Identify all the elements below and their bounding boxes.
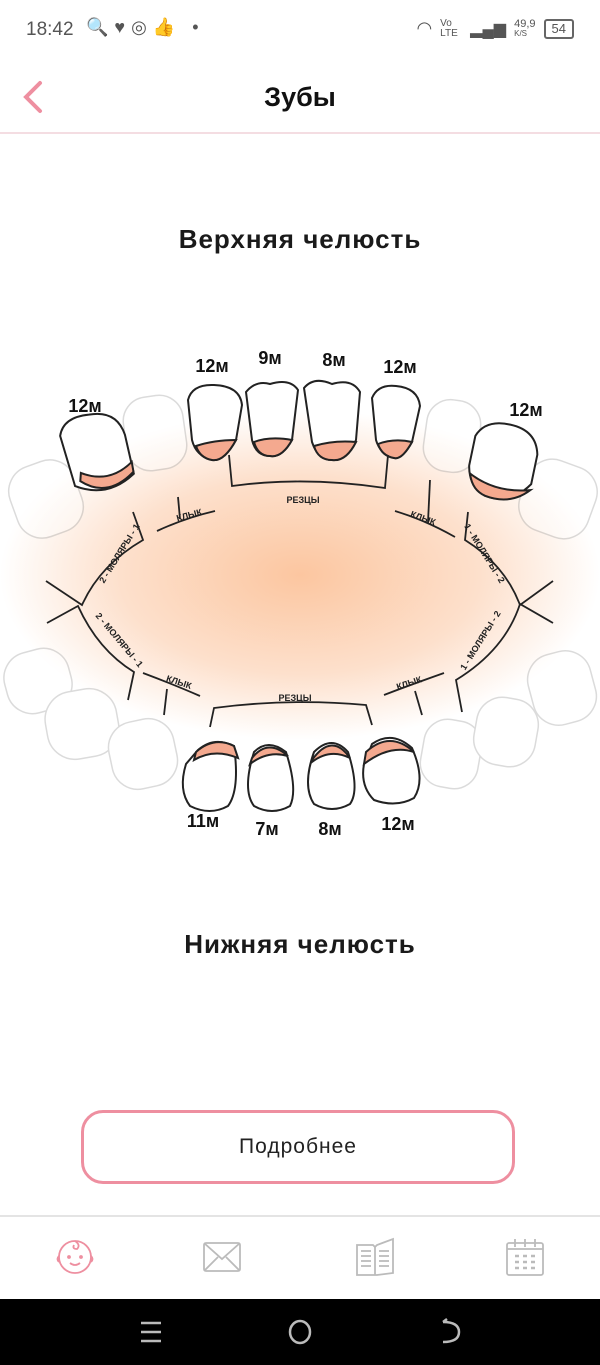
eruption-label: 8м [318, 819, 341, 839]
group-label-incisors: РЕЗЦЫ [286, 495, 319, 505]
tooth-upper-central-left[interactable] [244, 381, 300, 458]
eruption-label: 8м [322, 350, 345, 370]
back-button[interactable] [20, 80, 50, 114]
lower-jaw-title: Нижняя челюсть [184, 929, 416, 959]
battery-icon: 54 [543, 18, 574, 39]
tooth-upper-central-right[interactable] [302, 379, 362, 462]
eruption-label: 12м [68, 396, 101, 416]
page-title: Зубы [264, 82, 336, 112]
eruption-label: 9м [258, 348, 281, 368]
tooth-faded [3, 647, 73, 715]
tooth-faded [44, 687, 120, 761]
net-speed-value: 49,9 [514, 17, 536, 30]
bottom-nav [0, 1215, 600, 1301]
net-speed: 49,9 K/S [514, 17, 536, 39]
network-type: Vo LTE [440, 17, 458, 39]
tooth-lower-lateral-right[interactable] [362, 737, 421, 805]
calendar-icon[interactable] [503, 1235, 547, 1279]
status-right: ◠ Vo LTE ▂▄▆ 49,9 K/S 54 [416, 18, 574, 39]
upper-jaw-title: Верхняя челюсть [178, 224, 422, 254]
tooth-upper-molar-left[interactable] [57, 409, 135, 496]
eruption-label: 7м [255, 819, 278, 839]
eruption-label: 12м [195, 356, 228, 376]
tooth-lower-central-left[interactable] [247, 744, 295, 812]
system-nav-bar [0, 1299, 600, 1365]
eruption-label: 12м [381, 814, 414, 834]
notification-icons: 🔍♥◎👍 • [86, 17, 205, 37]
tooth-lower-lateral-left[interactable] [181, 740, 240, 812]
tooth-faded [472, 696, 540, 768]
teeth-diagram: 12м 12м 9м 8м 12м 12м 11м 7м 8м 12м РЕЗЦ… [0, 348, 600, 839]
eruption-label: 11м [187, 811, 219, 831]
tooth-upper-lateral-left[interactable] [186, 383, 244, 462]
eruption-label: 12м [383, 357, 416, 377]
upper-teeth [57, 379, 541, 504]
tooth-faded [107, 717, 179, 791]
header: Зубы [0, 60, 600, 134]
home-icon[interactable] [285, 1317, 315, 1347]
menu-icon[interactable] [136, 1317, 166, 1347]
eruption-label: 12м [509, 400, 542, 420]
lower-teeth [181, 737, 421, 812]
baby-icon[interactable] [53, 1235, 97, 1279]
group-brackets [45, 454, 554, 728]
group-label-incisors: РЕЗЦЫ [278, 693, 311, 703]
tooth-upper-molar-right[interactable] [465, 420, 541, 504]
book-icon[interactable] [353, 1235, 397, 1279]
tooth-faded [419, 718, 483, 790]
signal-icon: ▂▄▆ [470, 20, 507, 38]
back-nav-icon[interactable] [435, 1317, 465, 1347]
tooth-faded [526, 650, 598, 726]
status-time: 18:42 [26, 19, 74, 40]
more-button[interactable]: Подробнее [81, 1110, 515, 1184]
net-speed-unit: K/S [514, 28, 528, 38]
faded-teeth [3, 394, 598, 791]
tooth-upper-lateral-right[interactable] [370, 384, 422, 460]
tooth-lower-central-right[interactable] [307, 742, 356, 810]
wifi-icon: ◠ [416, 18, 433, 38]
status-bar: 18:42 🔍♥◎👍 • ◠ Vo LTE ▂▄▆ 49,9 K/S 54 [0, 0, 600, 60]
mail-icon[interactable] [200, 1235, 244, 1279]
